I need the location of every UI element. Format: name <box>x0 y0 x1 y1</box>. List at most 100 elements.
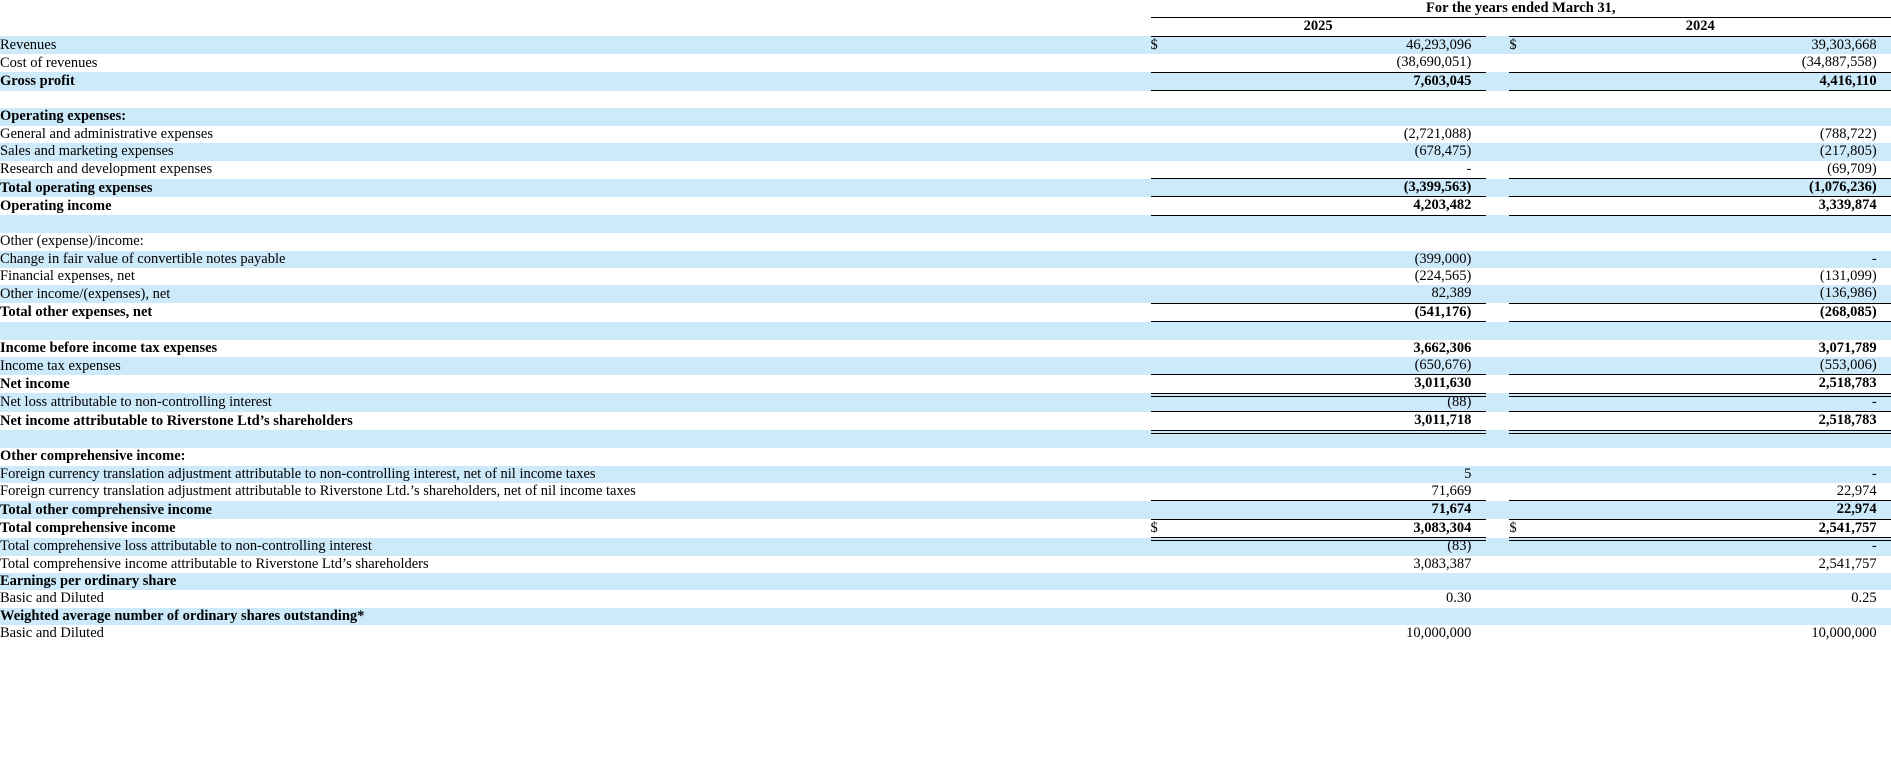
value-2024-pad <box>1876 339 1891 358</box>
table-row: Net income attributable to Riverstone Lt… <box>0 411 1891 435</box>
value-2024: 2,541,757 <box>1554 518 1877 543</box>
value-2024: 3,071,789 <box>1554 339 1877 358</box>
row-label: General and administrative expenses <box>0 125 1151 144</box>
row-label: Cost of revenues <box>0 54 1151 73</box>
currency-symbol-2025 <box>1150 500 1196 520</box>
table-row: Other comprehensive income: <box>0 448 1891 466</box>
column-gap <box>1485 233 1510 251</box>
value-2024-pad <box>1876 215 1891 234</box>
value-2025: 10,000,000 <box>1195 625 1472 643</box>
column-gap <box>1485 625 1510 643</box>
row-label: Revenues <box>0 36 1151 55</box>
currency-symbol-2025 <box>1150 71 1196 92</box>
header-spacer-label <box>0 0 1151 18</box>
value-2025-pad <box>1471 143 1486 161</box>
value-2024-pad <box>1876 465 1891 483</box>
value-2025 <box>1195 215 1472 234</box>
value-2024: 0.25 <box>1554 590 1877 608</box>
value-2025-pad <box>1471 125 1486 144</box>
value-2024-pad <box>1876 500 1891 520</box>
currency-symbol-2024 <box>1509 268 1555 286</box>
currency-symbol-2024 <box>1509 71 1555 92</box>
row-label: Net loss attributable to non-controlling… <box>0 393 1151 412</box>
currency-symbol-2024: $ <box>1509 36 1555 55</box>
column-gap <box>1485 108 1510 126</box>
value-2024-pad <box>1876 393 1891 413</box>
currency-symbol-2024 <box>1509 215 1555 234</box>
table-row: Cost of revenues(38,690,051)(34,887,558) <box>0 54 1891 73</box>
value-2025-pad <box>1471 607 1486 626</box>
currency-symbol-2024 <box>1509 143 1555 161</box>
table-row: Other (expense)/income: <box>0 233 1891 251</box>
value-2025-pad <box>1471 465 1486 483</box>
value-2025-pad <box>1471 482 1486 502</box>
currency-symbol-2025 <box>1150 411 1196 435</box>
currency-symbol-2025 <box>1150 555 1196 573</box>
value-2025: 82,389 <box>1195 285 1472 304</box>
row-label <box>0 430 1151 449</box>
row-label: Total other expenses, net <box>0 303 1151 322</box>
currency-symbol-2024 <box>1509 321 1555 340</box>
row-label: Total comprehensive loss attributable to… <box>0 537 1151 556</box>
column-gap <box>1485 285 1510 304</box>
currency-symbol-2024 <box>1509 465 1555 483</box>
row-label: Basic and Diluted <box>0 590 1151 608</box>
currency-symbol-2024 <box>1509 54 1555 73</box>
column-gap <box>1485 555 1510 573</box>
value-2024 <box>1554 321 1877 340</box>
value-2024: 10,000,000 <box>1554 625 1877 643</box>
table-row: Total other expenses, net(541,176)(268,0… <box>0 302 1891 323</box>
row-label: Foreign currency translation adjustment … <box>0 465 1151 483</box>
value-2025-pad <box>1471 321 1486 340</box>
value-2024-pad <box>1876 250 1891 269</box>
column-gap <box>1485 465 1510 483</box>
column-gap <box>1485 572 1510 591</box>
row-label: Other comprehensive income: <box>0 448 1151 466</box>
column-gap <box>1485 607 1510 626</box>
column-gap <box>1485 268 1510 286</box>
value-2025-pad <box>1471 430 1486 449</box>
row-label: Operating expenses: <box>0 108 1151 126</box>
value-2025: - <box>1195 160 1472 180</box>
currency-symbol-2024 <box>1509 285 1555 304</box>
row-label: Foreign currency translation adjustment … <box>0 482 1151 501</box>
value-2025: 46,293,096 <box>1195 36 1472 55</box>
currency-symbol-2025 <box>1150 250 1196 269</box>
value-2024: - <box>1554 465 1877 483</box>
currency-symbol-2024 <box>1509 500 1555 520</box>
value-2025: (399,000) <box>1195 250 1472 269</box>
currency-symbol-2025 <box>1150 572 1196 591</box>
currency-symbol-2025 <box>1150 590 1196 608</box>
value-2025-pad <box>1471 285 1486 304</box>
spacer-row <box>0 215 1891 234</box>
currency-symbol-2024 <box>1509 160 1555 180</box>
column-gap <box>1485 500 1510 520</box>
currency-symbol-2025 <box>1150 178 1196 197</box>
value-2025-pad <box>1471 500 1486 520</box>
column-gap <box>1485 339 1510 358</box>
table-row: Earnings per ordinary share <box>0 572 1891 591</box>
value-2024: - <box>1554 537 1877 556</box>
currency-symbol-2024 <box>1509 572 1555 591</box>
value-2024-pad <box>1876 54 1891 73</box>
value-2025-pad <box>1471 268 1486 286</box>
value-2025 <box>1195 90 1472 109</box>
value-2024-pad <box>1876 374 1891 398</box>
value-2024: (136,986) <box>1554 285 1877 304</box>
row-label: Net income <box>0 374 1151 394</box>
value-2025-pad <box>1471 233 1486 251</box>
currency-symbol-2025 <box>1150 448 1196 466</box>
value-2025-pad <box>1471 160 1486 180</box>
table-row: Total comprehensive loss attributable to… <box>0 537 1891 556</box>
value-2025: 4,203,482 <box>1195 196 1472 216</box>
currency-symbol-2025 <box>1150 482 1196 502</box>
header-year-gap <box>1485 17 1510 37</box>
currency-symbol-2024 <box>1509 590 1555 608</box>
value-2024-pad <box>1876 321 1891 340</box>
value-2025-pad <box>1471 339 1486 358</box>
currency-symbol-2025 <box>1150 321 1196 340</box>
currency-symbol-2025 <box>1150 233 1196 251</box>
